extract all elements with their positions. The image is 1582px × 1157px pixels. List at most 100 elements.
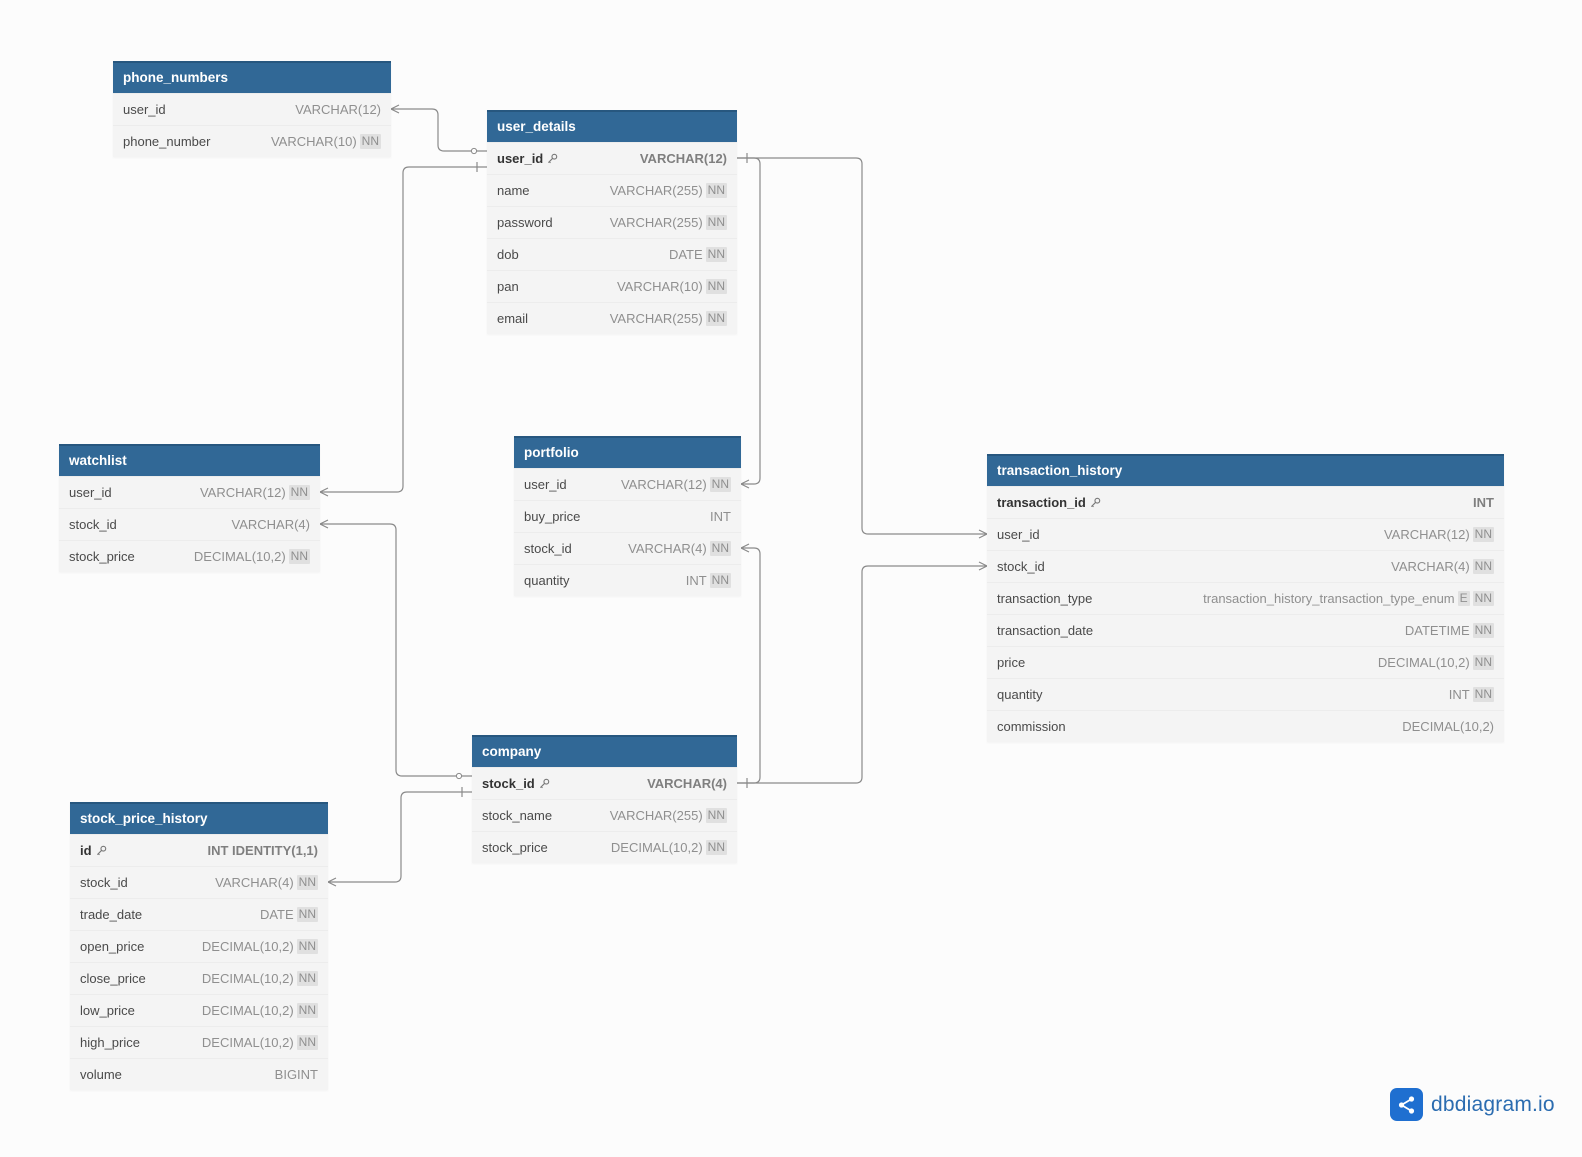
not-null-badge: NN [296,971,318,986]
field-name-text: user_id [497,151,544,166]
field-name: commission [997,719,1402,734]
field-type: DECIMAL(10,2) [193,549,286,564]
not-null-badge: NN [359,134,381,149]
field-row[interactable]: password VARCHAR(255)NN [487,206,737,238]
field-name: volume [80,1067,275,1082]
field-type: BIGINT [274,1067,318,1082]
table-header[interactable]: user_details [487,110,737,142]
field-name: close_price [80,971,202,986]
table-header[interactable]: watchlist [59,444,320,476]
field-name-text: transaction_id [997,495,1086,510]
table-header[interactable]: portfolio [514,436,741,468]
field-name-text: transaction_date [997,623,1094,638]
link-phone-numbers-user-details[interactable] [391,108,487,152]
not-null-badge: NN [1472,623,1494,638]
not-null-badge: NN [709,477,731,492]
field-name: email [497,311,610,326]
not-null-badge: NN [288,485,310,500]
table-header[interactable]: phone_numbers [113,61,391,93]
not-null-badge: NN [705,840,727,855]
link-watchlist-company[interactable] [320,523,472,777]
field-name: pan [497,279,617,294]
not-null-badge: NN [705,808,727,823]
not-null-badge: NN [709,573,731,588]
dbdiagram-brand[interactable]: dbdiagram.io [1390,1088,1555,1121]
link-transaction-history-company[interactable] [737,565,987,784]
field-type: VARCHAR(4) [215,875,294,890]
not-null-badge: NN [1472,527,1494,542]
field-name-text: high_price [80,1035,140,1050]
table-header[interactable]: stock_price_history [70,802,328,834]
field-name: user_id [997,527,1384,542]
field-name: transaction_id [997,495,1473,510]
link-watchlist-user-details[interactable] [320,166,487,493]
not-null-badge: NN [705,215,727,230]
primary-key-icon [539,778,550,789]
field-name-text: close_price [80,971,146,986]
link-transaction-history-user-details[interactable] [737,157,987,535]
field-type: VARCHAR(4) [647,776,727,791]
field-name: user_id [69,485,200,500]
table-header[interactable]: company [472,735,737,767]
field-name: stock_id [80,875,215,890]
field-name: open_price [80,939,202,954]
field-name: transaction_type [997,591,1203,606]
field-name-text: password [497,215,553,230]
field-name-text: stock_price [482,840,548,855]
field-type: transaction_history_transaction_type_enu… [1203,591,1455,606]
field-type: VARCHAR(255) [609,215,703,230]
field-name-text: low_price [80,1003,135,1018]
field-type: INT [1448,687,1470,702]
primary-key-icon [1090,497,1101,508]
not-null-badge: NN [296,1035,318,1050]
field-name-text: id [80,843,92,858]
table-header[interactable]: transaction_history [987,454,1504,486]
link-stock-price-history-company[interactable] [328,791,472,883]
not-null-badge: NN [1472,655,1494,670]
field-name: stock_id [524,541,628,556]
enum-badge: E [1457,591,1470,606]
field-name: user_id [524,477,621,492]
